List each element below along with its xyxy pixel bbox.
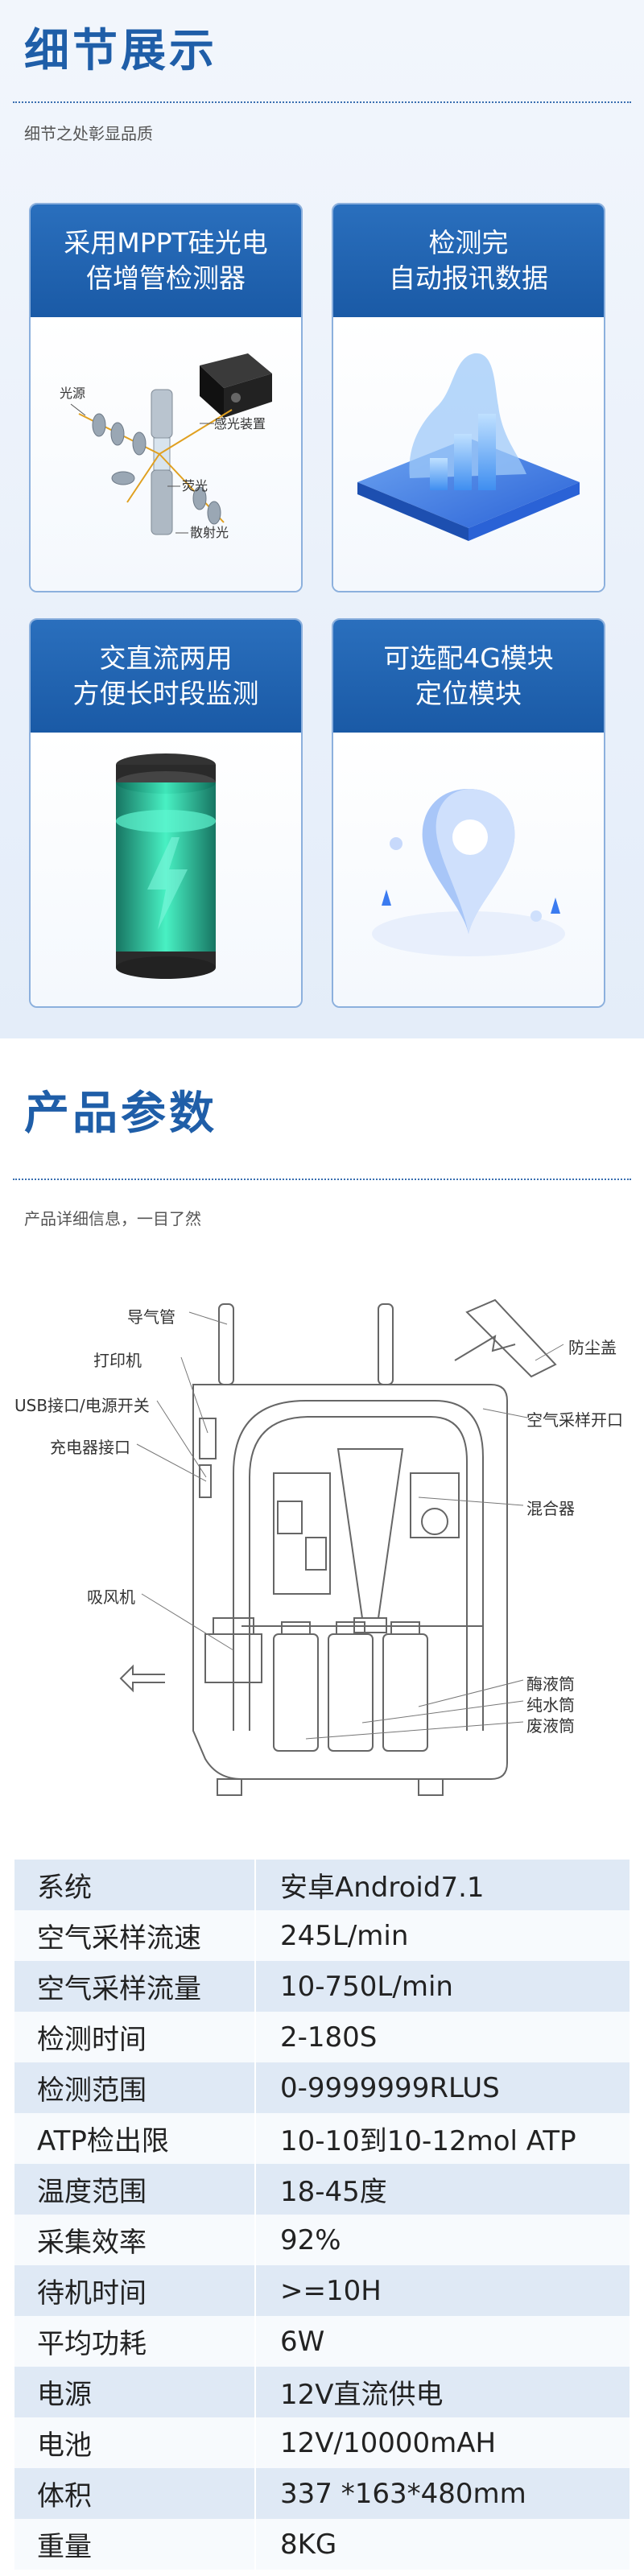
spec-value: 337 *163*480mm	[280, 2477, 526, 2510]
spec-value: 6W	[280, 2325, 325, 2358]
spec-key: 待机时间	[14, 2265, 256, 2316]
spec-row: 检测范围 0-9999999RLUS	[14, 2062, 630, 2113]
spec-value: 0-9999999RLUS	[280, 2071, 500, 2104]
spec-row: 电池 12V/10000mAH	[14, 2417, 630, 2468]
card-heading: 检测完 自动报讯数据	[333, 204, 604, 317]
card-heading-line: 检测完	[428, 227, 509, 258]
spec-value: 12V直流供电	[280, 2379, 444, 2411]
spec-row: 待机时间 >=10H	[14, 2265, 630, 2316]
spec-row: 检测时间 2-180S	[14, 2012, 630, 2062]
feature-card-4g: 可选配4G模块 定位模块	[332, 618, 605, 1008]
spec-row: 采集效率 92%	[14, 2215, 630, 2265]
spec-key: 温度范围	[14, 2164, 256, 2215]
label-dust-cover: 防尘盖	[568, 1338, 617, 1357]
spec-key: 电池	[14, 2417, 256, 2468]
spec-row: 系统安卓Android7.1	[14, 1860, 630, 1910]
section-subtitle-detail: 细节之处彰显品质	[24, 124, 153, 143]
divider	[13, 1179, 631, 1180]
section-title-detail: 细节展示	[24, 24, 217, 77]
spec-row: 平均功耗 6W	[14, 2316, 630, 2367]
feature-card-detector: 采用MPPT硅光电 倍增管检测器	[29, 203, 303, 592]
spec-key: 检测范围	[14, 2062, 256, 2113]
label-waste: 废液筒	[526, 1716, 575, 1736]
spec-key: 空气采样流速	[14, 1910, 256, 1961]
spec-value: 245L/min	[280, 1919, 409, 1952]
detail-section: 细节展示 细节之处彰显品质 采用MPPT硅光电 倍增管检测器	[0, 0, 644, 1038]
battery-icon	[116, 753, 216, 979]
spec-value: >=10H	[280, 2274, 382, 2307]
spec-value: 12V/10000mAH	[280, 2426, 497, 2459]
spec-row: 空气采样流速 245L/min	[14, 1910, 630, 1961]
spec-value: 92%	[280, 2223, 341, 2256]
card-heading: 可选配4G模块 定位模块	[333, 620, 604, 733]
data-chart-illustration	[333, 317, 604, 591]
bar-chart-icon	[357, 353, 580, 541]
spec-row: 重量 8KG	[14, 2519, 630, 2570]
spec-key: 系统	[14, 1860, 256, 1910]
spec-key: 采集效率	[14, 2215, 256, 2265]
label-fan: 吸风机	[87, 1587, 135, 1607]
label-air-inlet: 空气采样开口	[526, 1410, 623, 1430]
battery-illustration	[31, 733, 301, 1006]
card-heading: 交直流两用 方便长时段监测	[31, 620, 301, 733]
spec-row: 电源 12V直流供电	[14, 2367, 630, 2417]
spec-row: 体积 337 *163*480mm	[14, 2468, 630, 2519]
optics-illustration: 光源 感光装置 荧光 散射光	[31, 317, 301, 591]
spec-key: 空气采样流量	[14, 1961, 256, 2012]
spec-value: 安卓Android7.1	[280, 1872, 485, 1904]
location-illustration	[333, 733, 604, 1006]
spec-key: 检测时间	[14, 2012, 256, 2062]
svg-text:光源: 光源	[60, 386, 85, 401]
label-guide-tube: 导气管	[127, 1307, 175, 1327]
label-charger: 充电器接口	[50, 1438, 130, 1457]
label-water: 纯水筒	[526, 1695, 575, 1715]
spec-row: ATP检出限 10-10到10-12mol ATP	[14, 2113, 630, 2164]
optics-diagram-icon: 光源 感光装置 荧光 散射光	[60, 353, 272, 540]
spec-key: 平均功耗	[14, 2316, 256, 2367]
card-heading-line: 自动报讯数据	[389, 262, 548, 294]
svg-text:散射光: 散射光	[190, 525, 229, 540]
spec-key: ATP检出限	[14, 2113, 256, 2164]
feature-card-report: 检测完 自动报讯数据	[332, 203, 605, 592]
card-heading-line: 方便长时段监测	[72, 678, 259, 709]
svg-text:感光装置: 感光装置	[214, 416, 266, 431]
feature-card-power: 交直流两用 方便长时段监测	[29, 618, 303, 1008]
spec-row: 空气采样流量 10-750L/min	[14, 1961, 630, 2012]
spec-value: 10-750L/min	[280, 1970, 453, 2003]
section-subtitle-params: 产品详细信息，一目了然	[24, 1209, 201, 1228]
label-printer: 打印机	[93, 1351, 142, 1370]
spec-key: 重量	[14, 2519, 256, 2570]
card-heading-line: 可选配4G模块	[383, 642, 554, 674]
card-heading-line: 定位模块	[415, 678, 522, 709]
device-outline-icon	[119, 1298, 564, 1796]
label-enzyme: 酶液筒	[526, 1674, 575, 1694]
svg-text:荧光: 荧光	[182, 478, 208, 493]
section-title-params: 产品参数	[24, 1087, 217, 1140]
device-diagram: 导气管 打印机 USB接口/电源开关 充电器接口 吸风机 防尘盖 空气采样开口 …	[0, 1280, 644, 1811]
spec-value: 18-45度	[280, 2176, 387, 2208]
card-heading-line: 倍增管检测器	[86, 262, 246, 294]
card-heading-line: 交直流两用	[99, 642, 233, 674]
card-heading: 采用MPPT硅光电 倍增管检测器	[31, 204, 301, 317]
spec-value: 8KG	[280, 2528, 337, 2561]
location-pin-icon	[372, 789, 565, 956]
card-heading-line: 采用MPPT硅光电	[64, 227, 268, 258]
spec-value: 10-10到10-12mol ATP	[280, 2125, 576, 2157]
spec-key: 体积	[14, 2468, 256, 2519]
label-mixer: 混合器	[526, 1499, 575, 1518]
spec-key: 电源	[14, 2367, 256, 2417]
divider	[13, 101, 631, 103]
spec-row: 温度范围 18-45度	[14, 2164, 630, 2215]
label-usb-power: USB接口/电源开关	[14, 1396, 150, 1415]
spec-value: 2-180S	[280, 2021, 378, 2054]
